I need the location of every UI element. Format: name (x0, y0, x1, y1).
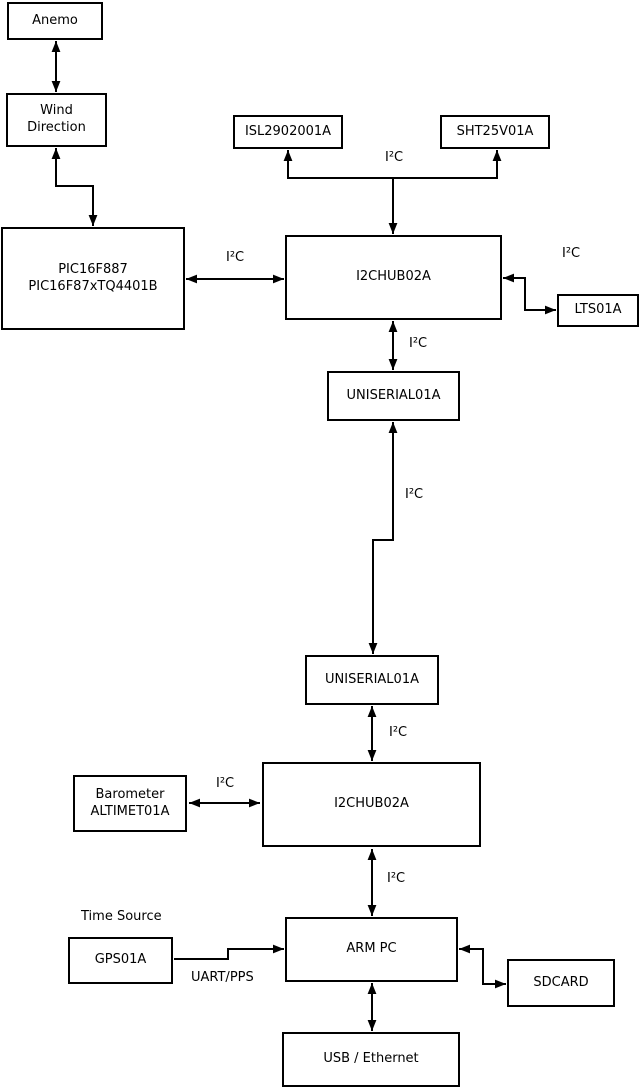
box-barometer: Barometer ALTIMET01A (73, 775, 187, 832)
box-gps: GPS01A (68, 937, 173, 984)
edge-label-time-source: Time Source (81, 909, 162, 924)
wind-direction-label-line1: Wind (40, 103, 73, 119)
barometer-label-line2: ALTIMET01A (90, 803, 170, 819)
i2c-hub-bottom-label: I2CHUB02A (334, 796, 409, 812)
arm-pc-label: ARM PC (346, 941, 397, 957)
gps-label: GPS01A (94, 952, 147, 968)
barometer-label-line1: Barometer (95, 786, 165, 802)
box-anemometer: Anemo (7, 2, 103, 40)
box-isl-sensor: ISL2902001A (233, 115, 343, 149)
box-arm-pc: ARM PC (285, 917, 458, 982)
edge-label-i2c-uniserial-link: I²C (405, 487, 424, 502)
connector-uniserial-uniserial (368, 422, 398, 654)
isl-label: ISL2902001A (244, 123, 332, 139)
usb-ethernet-label: USB / Ethernet (323, 1051, 419, 1067)
uniserial-bottom-label: UNISERIAL01A (325, 671, 419, 687)
box-usb-ethernet: USB / Ethernet (282, 1032, 460, 1087)
box-uniserial-bottom: UNISERIAL01A (305, 655, 439, 705)
wind-direction-label-line2: Direction (27, 120, 86, 135)
edge-label-i2c-uniserial-hub2: I²C (389, 725, 408, 740)
connector-armpc-sdcard (459, 944, 506, 989)
edge-label-i2c-hub2-arm: I²C (387, 871, 406, 886)
box-wind-direction: Wind Direction (6, 93, 107, 147)
box-sdcard: SDCARD (507, 959, 615, 1007)
pic-label-line1: PIC16F887 (58, 261, 128, 277)
pic-label-line2: PIC16F87xTQ4401B (28, 278, 158, 294)
edge-label-i2c-pic: I²C (226, 250, 245, 265)
sdcard-label: SDCARD (533, 974, 589, 990)
edge-label-i2c-lts: I²C (562, 246, 581, 261)
uniserial-top-label: UNISERIAL01A (346, 387, 441, 403)
sht-label: SHT25V01A (456, 123, 534, 139)
box-pic-microcontroller: PIC16F887 PIC16F87xTQ4401B (1, 227, 185, 330)
anemometer-label: Anemo (32, 12, 78, 28)
connector-gps-armpc (174, 944, 284, 960)
edge-label-i2c-hub-uniserial: I²C (409, 336, 428, 351)
box-uniserial-top: UNISERIAL01A (327, 371, 460, 421)
box-i2c-hub-bottom: I2CHUB02A (262, 762, 481, 847)
box-i2c-hub-top: I2CHUB02A (285, 235, 502, 320)
box-sht-sensor: SHT25V01A (440, 115, 550, 149)
connector-wind-pic (51, 148, 98, 226)
i2c-hub-top-label: I2CHUB02A (356, 269, 431, 285)
edge-label-i2c-barometer: I²C (216, 776, 235, 791)
edge-label-i2c-sensors: I²C (385, 150, 404, 165)
lts-label: LTS01A (574, 302, 622, 318)
edge-label-uart-pps: UART/PPS (191, 970, 254, 985)
box-lts-sensor: LTS01A (557, 294, 639, 327)
connector-i2chub-lts (503, 273, 556, 315)
